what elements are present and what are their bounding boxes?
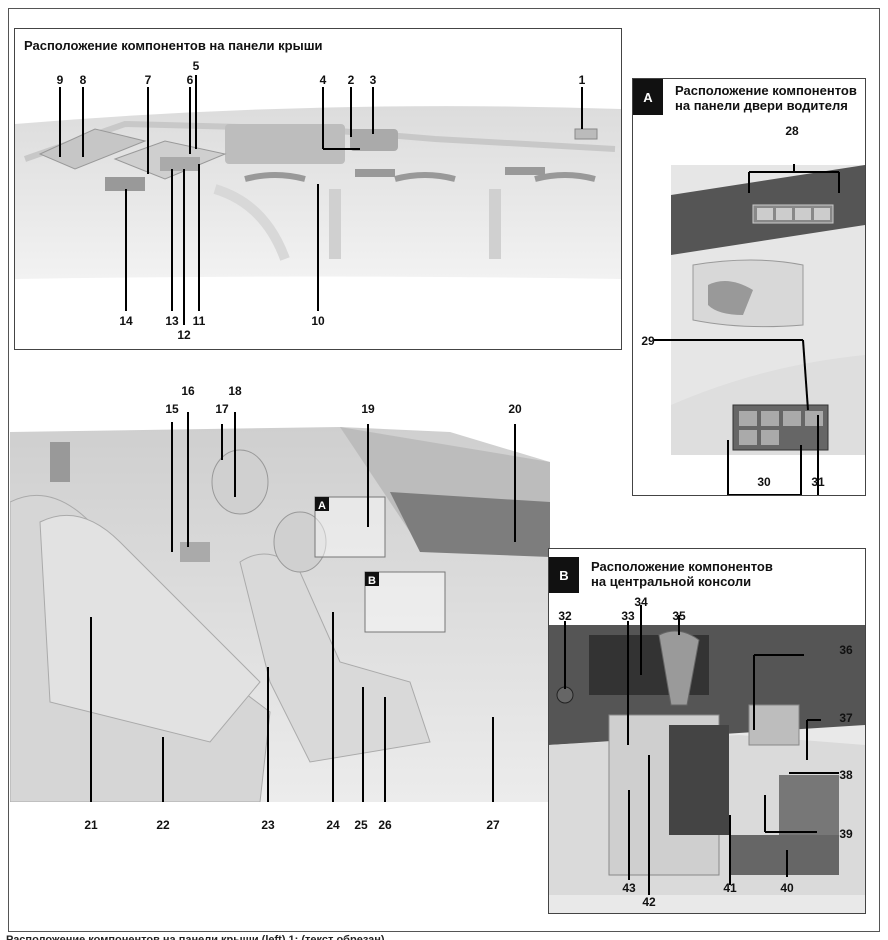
callout-33: 33 bbox=[621, 609, 635, 623]
inset-b-tag: B bbox=[368, 575, 376, 587]
callout-40: 40 bbox=[780, 881, 794, 895]
callout-4: 4 bbox=[319, 73, 327, 87]
roof-panel-title: Расположение компонентов на панели крыши bbox=[24, 38, 323, 53]
callout-43: 43 bbox=[622, 881, 636, 895]
roof-panel: Расположение компонентов на панели крыши bbox=[14, 28, 622, 350]
callout-32: 32 bbox=[558, 609, 572, 623]
callout-13: 13 bbox=[165, 314, 179, 328]
callout-27: 27 bbox=[486, 818, 500, 832]
inset-a-tag: A bbox=[318, 500, 326, 512]
callout-18: 18 bbox=[228, 384, 242, 398]
callout-26: 26 bbox=[378, 818, 392, 832]
callout-3: 3 bbox=[369, 73, 377, 87]
callout-1: 1 bbox=[578, 73, 586, 87]
callout-20: 20 bbox=[508, 402, 522, 416]
callout-41: 41 bbox=[723, 881, 737, 895]
callout-30: 30 bbox=[757, 475, 771, 489]
door-panel-tag: A bbox=[633, 79, 663, 115]
callout-37: 37 bbox=[839, 711, 853, 725]
console-panel-title-line1: Расположение компонентов bbox=[591, 559, 773, 574]
callout-25: 25 bbox=[354, 818, 368, 832]
callout-17: 17 bbox=[215, 402, 229, 416]
callout-10: 10 bbox=[311, 314, 325, 328]
footer-cutoff-text: Расположение компонентов на панели крыши… bbox=[6, 934, 385, 940]
page-frame bbox=[8, 8, 880, 932]
callout-16: 16 bbox=[181, 384, 195, 398]
callout-7: 7 bbox=[144, 73, 152, 87]
console-panel-tag: B bbox=[549, 557, 579, 593]
door-panel: A Расположение компонентов на панели две… bbox=[632, 78, 866, 496]
callout-28: 28 bbox=[785, 124, 799, 138]
callout-21: 21 bbox=[84, 818, 98, 832]
callout-42: 42 bbox=[642, 895, 656, 909]
callout-31: 31 bbox=[811, 475, 825, 489]
callout-11: 11 bbox=[192, 314, 206, 328]
callout-24: 24 bbox=[326, 818, 340, 832]
callout-29: 29 bbox=[641, 334, 655, 348]
callout-23: 23 bbox=[261, 818, 275, 832]
console-panel-title-line2: на центральной консоли bbox=[591, 574, 752, 589]
callout-15: 15 bbox=[165, 402, 179, 416]
callout-39: 39 bbox=[839, 827, 853, 841]
callout-35: 35 bbox=[672, 609, 686, 623]
callout-38: 38 bbox=[839, 768, 853, 782]
callout-5: 5 bbox=[192, 59, 200, 73]
interior-illustration: A B bbox=[10, 412, 550, 802]
callout-6: 6 bbox=[186, 73, 194, 87]
callout-9: 9 bbox=[56, 73, 64, 87]
callout-22: 22 bbox=[156, 818, 170, 832]
door-panel-title-line2: на панели двери водителя bbox=[675, 98, 848, 113]
callout-19: 19 bbox=[361, 402, 375, 416]
callout-36: 36 bbox=[839, 643, 853, 657]
console-panel: B Расположение компонентов на центрально… bbox=[548, 548, 866, 914]
callout-8: 8 bbox=[79, 73, 87, 87]
roof-illustration bbox=[15, 75, 621, 325]
door-panel-title-line1: Расположение компонентов bbox=[675, 83, 857, 98]
callout-14: 14 bbox=[119, 314, 133, 328]
callout-2: 2 bbox=[347, 73, 355, 87]
console-illustration bbox=[549, 605, 865, 913]
callout-12: 12 bbox=[177, 328, 191, 342]
callout-34: 34 bbox=[634, 595, 648, 609]
door-illustration bbox=[653, 164, 865, 495]
